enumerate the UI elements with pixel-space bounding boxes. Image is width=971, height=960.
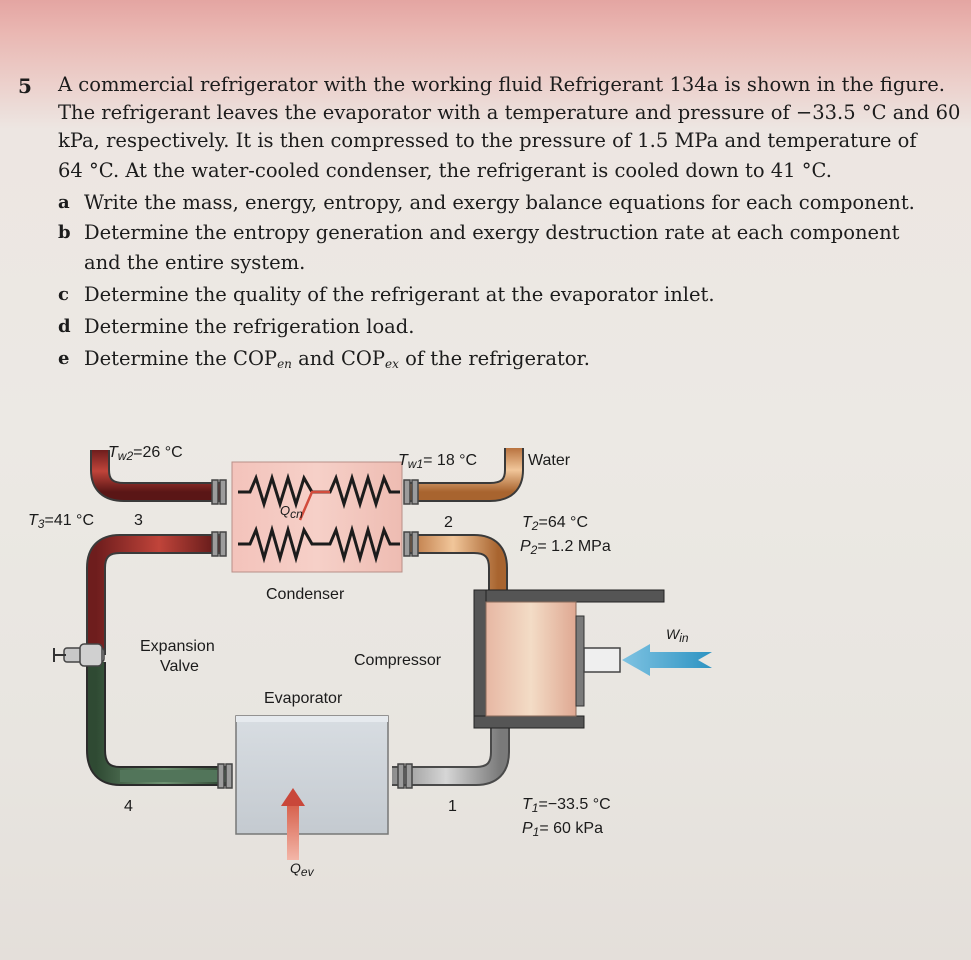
win-label: Win (666, 626, 689, 645)
state-2-label: 2 (444, 514, 453, 531)
part-e-sub-ex: ex (385, 357, 399, 371)
expansion-valve-label-2: Valve (160, 658, 199, 675)
part-d-text: Determine the refrigeration load. (84, 315, 415, 338)
condenser-unit (231, 461, 403, 573)
compressor-unit (473, 589, 712, 729)
water-label: Water (528, 452, 571, 469)
part-c-text: Determine the quality of the refrigerant… (84, 283, 715, 306)
part-b-letter: b (58, 222, 71, 243)
part-e-text: Determine the COPen and COPex of the ref… (84, 346, 590, 377)
part-a-text: Write the mass, energy, entropy, and exe… (84, 191, 915, 214)
part-c-letter: c (58, 284, 69, 305)
state-4-label: 4 (124, 798, 133, 815)
part-e-middle: and COP (291, 347, 385, 370)
evaporator-label: Evaporator (264, 690, 343, 707)
pipe-flanges (211, 479, 419, 789)
p2-label: P2= 1.2 MPa (520, 538, 611, 557)
page-background-top (0, 0, 971, 430)
part-d-letter: d (58, 316, 71, 337)
p1-label: P1= 60 kPa (522, 820, 603, 839)
compressor-label: Compressor (354, 652, 442, 669)
part-e-prefix: Determine the COP (84, 347, 278, 370)
problem-line-3: kPa, respectively. It is then compressed… (58, 129, 917, 152)
qev-arrow (281, 788, 305, 860)
t2-label: T2=64 °C (522, 514, 589, 533)
part-e-letter: e (58, 348, 70, 369)
expansion-valve (53, 643, 105, 667)
expansion-valve-label-1: Expansion (140, 638, 215, 655)
qev-label: Qev (290, 860, 314, 879)
problem-statement: 5 A commercial refrigerator with the wor… (0, 0, 971, 400)
qcn-label: Qcn (280, 503, 303, 521)
tw2-label: Tw2=26 °C (108, 444, 183, 463)
tw1-label: Tw1= 18 °C (398, 452, 478, 471)
refrigerant-pipes (86, 534, 510, 786)
state-3-label: 3 (134, 512, 143, 529)
t3-label: T3=41 °C (28, 512, 95, 531)
problem-line-1: A commercial refrigerator with the worki… (58, 73, 945, 96)
part-b-text-2: and the entire system. (84, 251, 306, 274)
part-a-letter: a (58, 192, 70, 213)
condenser-label: Condenser (266, 586, 345, 603)
t1-label: T1=−33.5 °C (522, 796, 611, 815)
evaporator-unit (235, 715, 389, 835)
problem-line-2: The refrigerant leaves the evaporator wi… (58, 101, 961, 124)
problem-line-4: 64 °C. At the water-cooled condenser, th… (58, 159, 832, 182)
water-pipes (90, 448, 524, 502)
part-e-sub-en: en (277, 357, 292, 371)
part-e-suffix: of the refrigerator. (398, 347, 590, 370)
problem-number: 5 (18, 74, 32, 98)
state-1-label: 1 (448, 798, 457, 815)
part-b-text-1: Determine the entropy generation and exe… (84, 221, 900, 244)
